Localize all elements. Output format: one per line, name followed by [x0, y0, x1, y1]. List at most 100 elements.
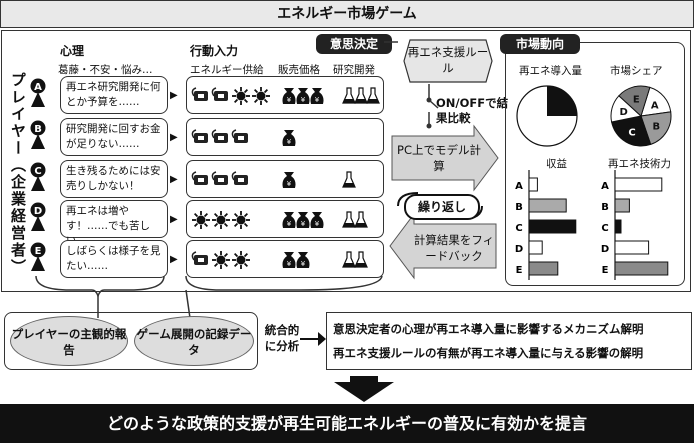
- arrow-icon: ▶: [170, 214, 178, 225]
- player-id: A: [34, 82, 42, 93]
- yen-bag-icon: ¥: [282, 252, 296, 268]
- profit-bar: [528, 177, 538, 192]
- plug-icon: [191, 251, 208, 265]
- yen-bag-icon: ¥: [310, 212, 324, 228]
- svg-text:¥: ¥: [315, 220, 320, 228]
- action-header: 行動入力: [190, 44, 239, 58]
- profit-bar-label: B: [515, 202, 523, 213]
- share-slice: [618, 85, 651, 117]
- yen-bag-icon: ¥: [282, 130, 296, 146]
- game-panel: [1, 30, 691, 292]
- onoff-label: ON/OFFで結果比較: [436, 96, 509, 125]
- profit-label: 収益: [546, 158, 567, 170]
- player-action-box: ¥¥¥: [186, 200, 384, 238]
- report-ellipse: プレイヤーの主観的報告: [10, 316, 128, 366]
- player-thought: 再エネは増やす！……でも苦しい。: [60, 200, 168, 247]
- yen-bag-icon: ¥: [296, 212, 310, 228]
- player-id: B: [34, 124, 42, 135]
- players-label: プレイヤー（企業経営者）: [9, 72, 27, 276]
- player-thought: しばらくは様子を見たい……: [60, 240, 168, 278]
- profit-bar: [528, 261, 559, 276]
- plug-icon: [211, 129, 228, 143]
- player-avatar-icon: A: [30, 78, 46, 108]
- plug-icon: [211, 171, 228, 185]
- flask-icon: [354, 251, 368, 268]
- decision-label: 意思決定: [316, 34, 392, 54]
- diagram-title: エネルギー市場ゲーム: [0, 0, 694, 28]
- plug-icon: [211, 87, 228, 101]
- player-id: E: [35, 246, 42, 257]
- flask-icon: [354, 211, 368, 228]
- conclusion-bar: どのような政策的支援が再生可能エネルギーの普及に有効かを提言: [0, 404, 694, 443]
- arrow-icon: ▶: [170, 174, 178, 185]
- player-action-box: ¥: [186, 160, 384, 198]
- yen-bag-icon: ¥: [282, 212, 296, 228]
- player-avatar-icon: D: [30, 202, 46, 232]
- profit-bar-label: A: [515, 181, 523, 192]
- svg-text:¥: ¥: [315, 96, 320, 104]
- share-slice-label: E: [633, 95, 640, 106]
- tech-bar-label: B: [601, 202, 609, 213]
- sun-icon: [212, 251, 230, 269]
- market-label: 市場動向: [500, 34, 580, 54]
- svg-text:¥: ¥: [287, 260, 292, 268]
- pc-calc-label: PC上でモデル計算: [397, 143, 481, 173]
- flask-icon: [342, 171, 356, 188]
- plug-icon: [191, 171, 208, 185]
- player-avatar-icon: E: [30, 242, 46, 272]
- svg-text:¥: ¥: [301, 96, 306, 104]
- market-panel: [505, 42, 685, 286]
- yen-bag-icon: ¥: [310, 88, 324, 104]
- tech-bar: [614, 240, 650, 255]
- profit-bar-label: C: [515, 223, 522, 234]
- tech-bar: [614, 198, 630, 213]
- flask-icon: [366, 87, 380, 104]
- profit-bar-label: E: [516, 265, 523, 276]
- result-2: 再エネ支援ルールの有無が再エネ導入量に与える影響の解明: [333, 346, 644, 360]
- share-slice-label: C: [628, 128, 635, 139]
- player-thought: 研究開発に回すお金が足りない……: [60, 118, 168, 156]
- player-avatar-icon: C: [30, 162, 46, 192]
- arrow-icon: ▶: [170, 90, 178, 101]
- profit-bar: [528, 240, 543, 255]
- arrow-icon: ▶: [170, 132, 178, 143]
- feedback-label: 計算結果をフィードバック: [413, 233, 495, 263]
- col-rd: 研究開発: [333, 64, 375, 76]
- profit-bar: [528, 198, 567, 213]
- sun-icon: [252, 87, 270, 105]
- plug-icon: [231, 129, 248, 143]
- data-sources-box: [4, 312, 258, 370]
- player-avatar-icon: B: [30, 120, 46, 150]
- player-thought: 再エネ研究開発に何とか予算を……: [60, 76, 168, 114]
- col-supply: エネルギー供給: [190, 64, 264, 76]
- tech-bar: [614, 219, 622, 234]
- result-1: 意思決定者の心理が再エネ導入量に影響するメカニズム解明: [333, 322, 644, 336]
- player-id: D: [34, 206, 42, 217]
- tech-label: 再エネ技術力: [608, 158, 671, 170]
- svg-text:¥: ¥: [287, 180, 292, 188]
- psychology-subheader: 葛藤・不安・悩み…: [58, 64, 153, 76]
- tech-bar: [614, 177, 663, 192]
- share-label: 市場シェア: [610, 65, 663, 77]
- plug-icon: [191, 129, 208, 143]
- sun-icon: [232, 251, 250, 269]
- yen-bag-icon: ¥: [296, 88, 310, 104]
- sun-icon: [192, 211, 210, 229]
- player-action-box: ¥ ¥ ¥: [186, 76, 384, 114]
- profit-bar-label: D: [515, 244, 523, 255]
- share-slice-label: B: [653, 121, 661, 132]
- results-box: 意思決定者の心理が再エネ導入量に影響するメカニズム解明 再エネ支援ルールの有無が…: [326, 312, 692, 370]
- share-slice: [611, 115, 652, 147]
- svg-text:¥: ¥: [301, 260, 306, 268]
- rule-hexagon: [403, 39, 493, 83]
- tech-bar-label: A: [601, 181, 609, 192]
- yen-bag-icon: ¥: [282, 88, 296, 104]
- player-action-box: ¥: [186, 118, 384, 156]
- player-id: C: [34, 166, 41, 177]
- col-price: 販売価格: [278, 64, 320, 76]
- yen-bag-icon: ¥: [282, 172, 296, 188]
- loop-label: 繰り返し: [404, 194, 480, 220]
- share-slice-label: D: [619, 107, 627, 118]
